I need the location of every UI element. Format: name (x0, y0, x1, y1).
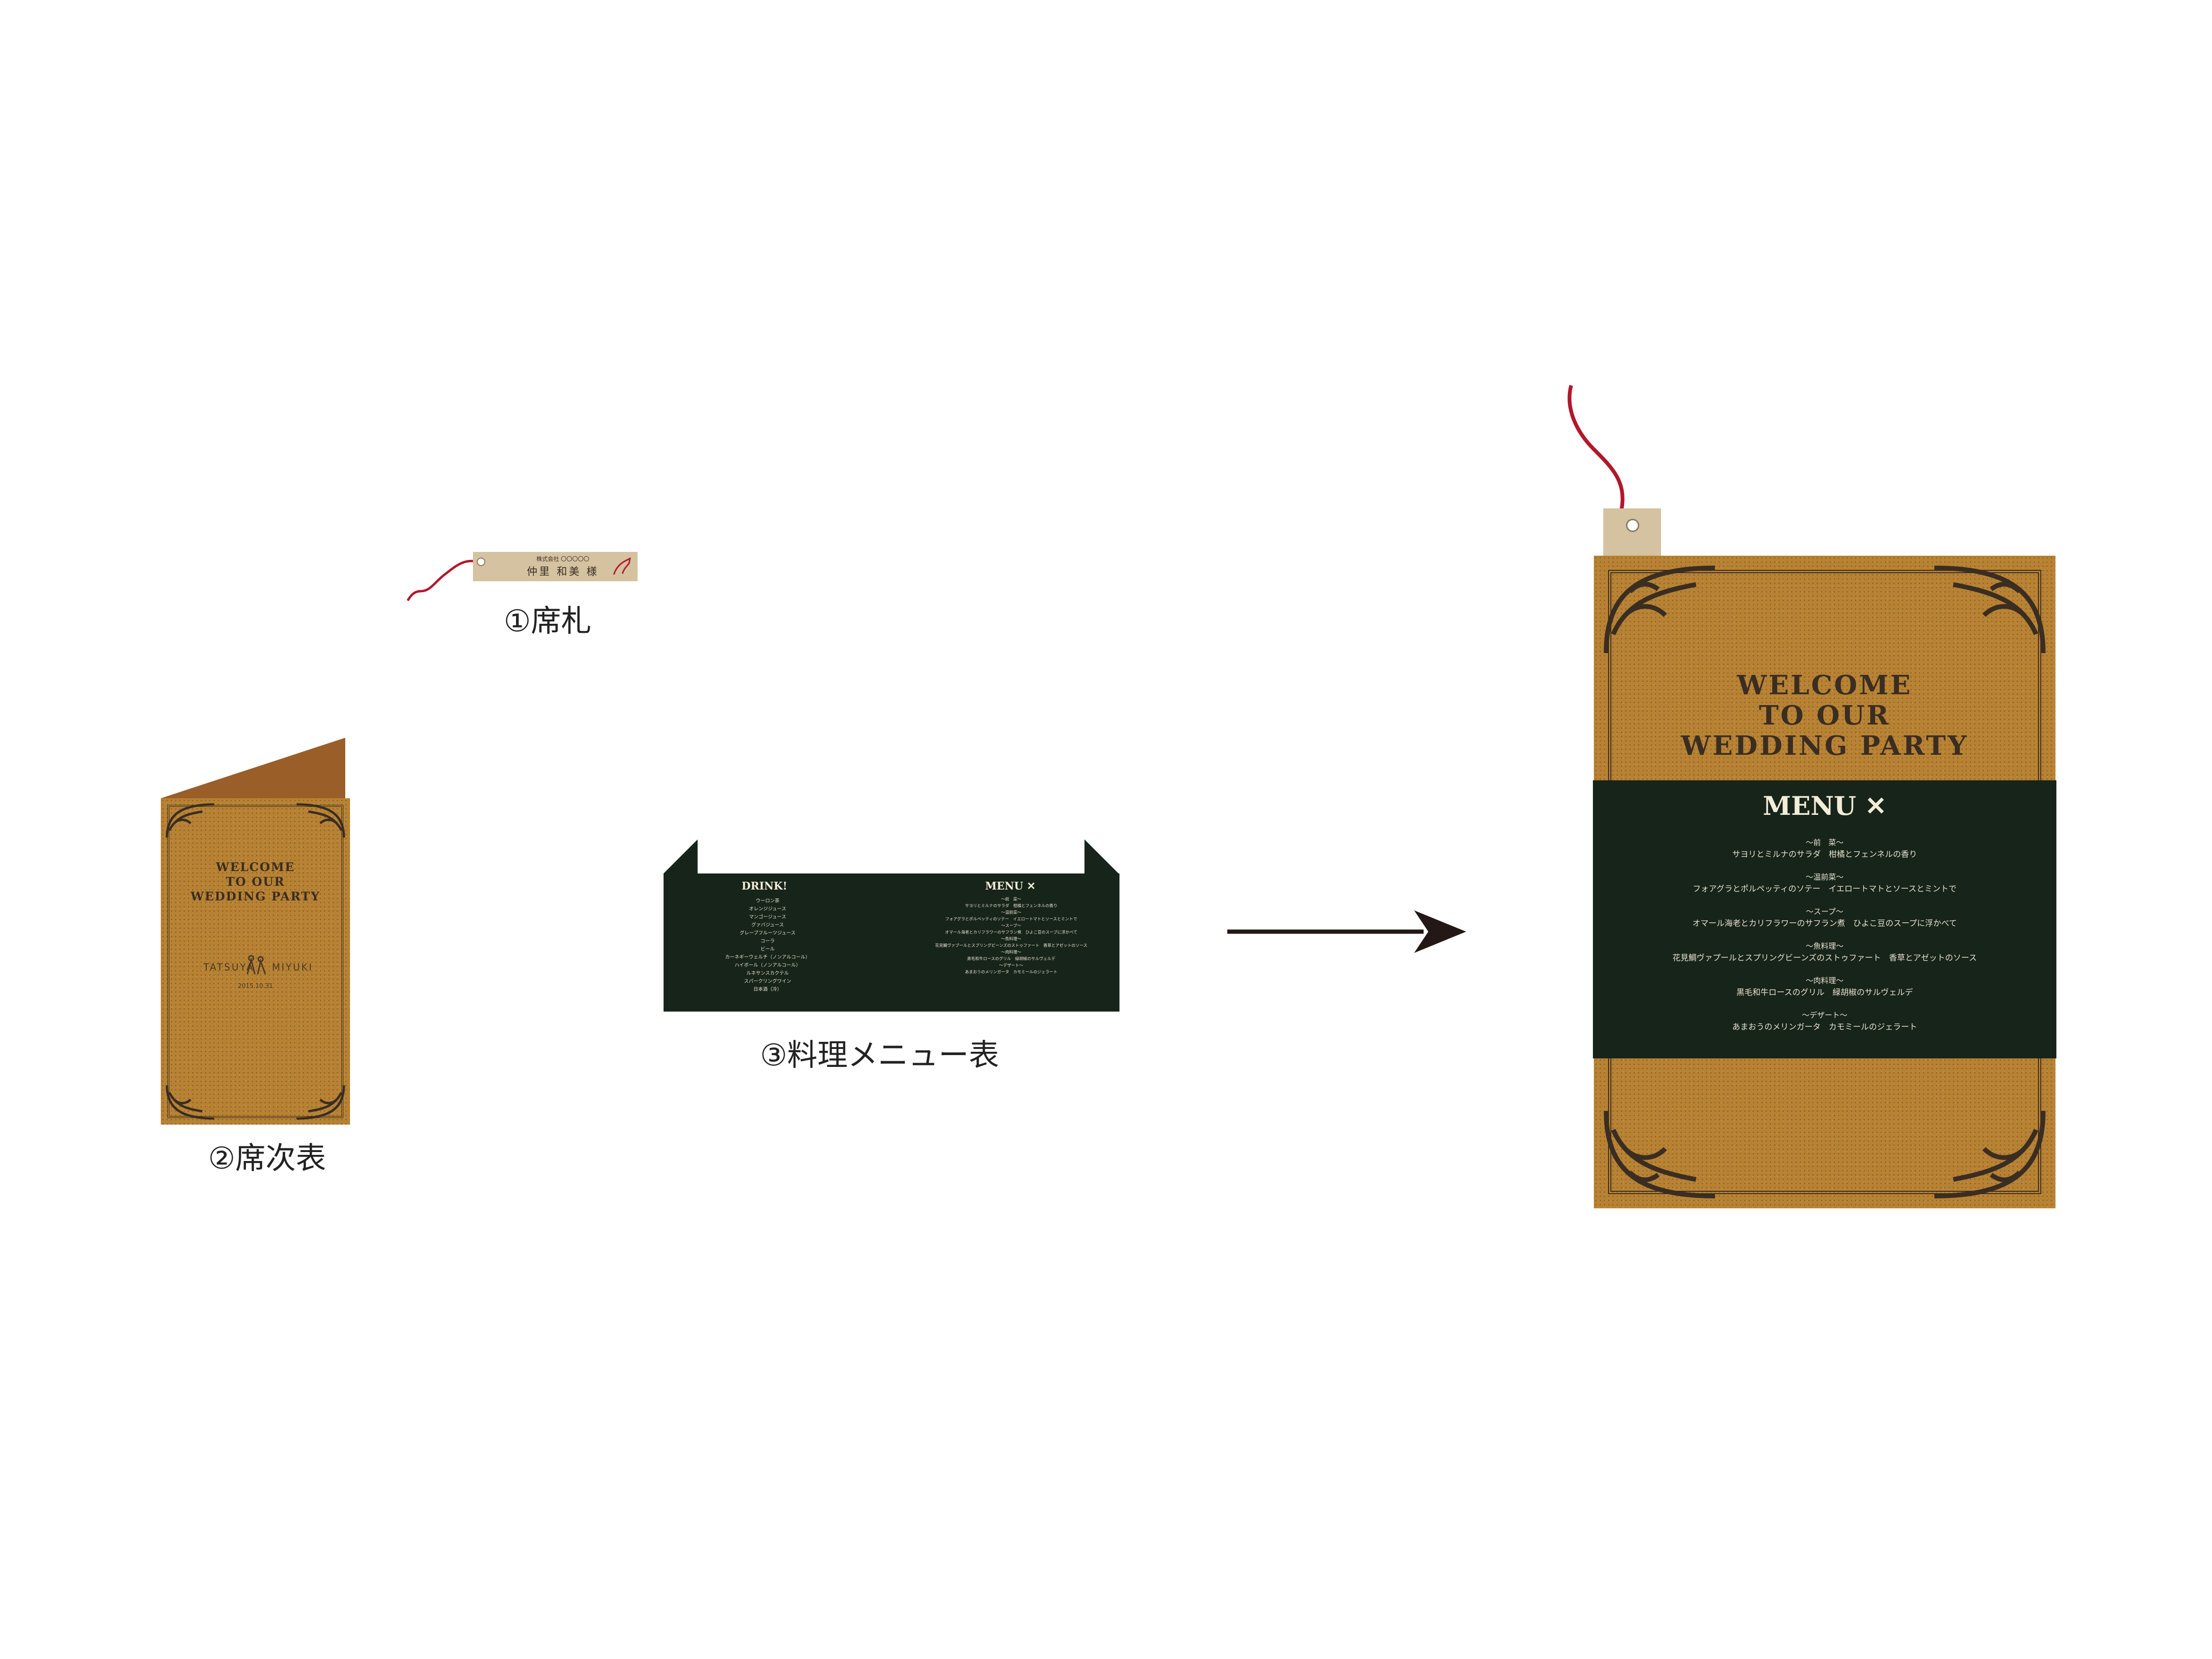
menu-card-title-line-2: TO OUR (1758, 700, 1891, 731)
drink-item: ハイボール（ノンアルコール） (734, 963, 801, 968)
place-card: 株式会社 〇〇〇〇〇 仲里 和美 様 (473, 552, 638, 581)
assembled-menu-card: WELCOME TO OUR WEDDING PARTY MENU ✕ 〜前 菜… (1556, 378, 2072, 1230)
ornament-top-right-icon (296, 803, 345, 838)
drink-item: オレンジジュース (749, 907, 787, 912)
strip-course-dish: あまおうのメリンガータ カモミールのジェラート (965, 970, 1058, 975)
strip-course-list: 〜前 菜〜 サヨリとミルナのサラダ 柑橘とフェンネルの香り 〜温前菜〜 フォアグ… (919, 896, 1103, 976)
course-dish: フォアグラとポルペッティのソテー イエロートマトとソースとミントで (1692, 884, 1957, 894)
ornament-top-right-icon (1934, 566, 2046, 654)
strip-course-category: 〜魚料理〜 (1001, 937, 1022, 942)
ornament-bottom-right-icon (1934, 1110, 2046, 1198)
seating-title-line-2: TO OUR (226, 875, 285, 889)
menu-card-title-line-3: WEDDING PARTY (1680, 730, 1969, 761)
drink-item: ウーロン茶 (756, 899, 779, 904)
ornament-bottom-left-icon (1604, 1110, 1715, 1198)
seating-chart-cover: WELCOME TO OUR WEDDING PARTY TATSUYA MIY… (161, 798, 350, 1125)
drink-title: DRINK! (742, 880, 787, 892)
wedding-date: 2015.10.31 (237, 983, 273, 990)
course-category: 〜前 菜〜 (1805, 838, 1844, 847)
strip-course-dish: オマール海老とカリフラワーのサフラン煮 ひよこ豆のスープに浮かべて (945, 930, 1077, 935)
course-dish: 花見鯛ヴァプールとスプリングビーンズのストゥファート 香草とアゼットのソース (1672, 953, 1977, 963)
drink-list: ウーロン茶 オレンジジュース マンゴージュース グァバジュース グレープフルーツ… (697, 897, 839, 994)
seating-chart-title: WELCOME TO OUR WEDDING PARTY (161, 860, 350, 904)
strip-course-category: 〜前 菜〜 (1001, 897, 1022, 902)
menu-strip: DRINK! ウーロン茶 オレンジジュース マンゴージュース グァバジュース グ… (664, 873, 1119, 1012)
place-card-name: 仲里 和美 様 (527, 566, 599, 578)
couple-silhouette-icon (246, 955, 266, 975)
drink-item: スパークリングワイン (744, 979, 791, 984)
ornament-top-left-icon (166, 803, 215, 838)
cutlery-icon: ✕ (1027, 880, 1036, 892)
course-category: 〜肉料理〜 (1805, 976, 1844, 985)
strip-menu-title: MENU ✕ (985, 880, 1036, 892)
seating-chart-frame (167, 805, 343, 1118)
strip-course-dish: 黒毛和牛ロースのグリル 緑胡椒のサルヴェルデ (967, 957, 1056, 961)
menu-card-band: MENU ✕ 〜前 菜〜 サヨリとミルナのサラダ 柑橘とフェンネルの香り 〜温前… (1593, 780, 2056, 1058)
place-card-company: 株式会社 〇〇〇〇〇 (536, 556, 589, 562)
course-dish: オマール海老とカリフラワーのサフラン煮 ひよこ豆のスープに浮かべて (1692, 919, 1957, 928)
strip-course-dish: サヨリとミルナのサラダ 柑橘とフェンネルの香り (965, 904, 1058, 908)
drink-item: ビール (761, 947, 775, 952)
seating-title-line-1: WELCOME (216, 860, 295, 874)
right-arrow-icon (1227, 910, 1466, 953)
strip-course-category: 〜肉料理〜 (1001, 950, 1022, 955)
card-menu-title: MENU ✕ (1593, 791, 2056, 821)
drink-item: グレープフルーツジュース (740, 931, 796, 936)
strip-course-dish: 花見鯛ヴァプールとスプリングビーンズのストゥファート 香草とアゼットのソース (935, 943, 1087, 948)
drink-item: ルネサンスカクテル (746, 971, 789, 976)
place-card-hole (477, 558, 485, 566)
card-menu-title-text: MENU (1763, 791, 1856, 821)
course-dish: 黒毛和牛ロースのグリル 緑胡椒のサルヴェルデ (1736, 988, 1913, 997)
course-dish: あまおうのメリンガータ カモミールのジェラート (1732, 1022, 1917, 1032)
menu-strip-flap-left (664, 839, 698, 873)
drink-item: マンゴージュース (749, 915, 787, 920)
ornament-top-left-icon (1604, 566, 1715, 654)
course-category: 〜スープ〜 (1806, 907, 1844, 916)
menu-card-title: WELCOME TO OUR WEDDING PARTY (1594, 670, 2055, 761)
place-card-group: 株式会社 〇〇〇〇〇 仲里 和美 様 ①席札 (407, 544, 643, 643)
ornament-bottom-left-icon (166, 1085, 215, 1120)
place-card-caption: ①席札 (504, 604, 592, 639)
course-category: 〜デザート〜 (1801, 1011, 1847, 1020)
menu-strip-flap-right (1084, 839, 1119, 873)
course-dish: サヨリとミルナのサラダ 柑橘とフェンネルの香り (1732, 850, 1917, 859)
bride-name: MIYUKI (272, 961, 314, 973)
menu-strip-caption: ③料理メニュー表 (760, 1038, 999, 1073)
strip-course-category: 〜スープ〜 (1001, 924, 1021, 928)
seating-chart-caption: ②席次表 (208, 1141, 326, 1176)
drink-item: 日本酒（冷） (753, 987, 782, 992)
place-card-string (407, 559, 478, 602)
strip-course-category: 〜デザート〜 (999, 963, 1023, 968)
groom-name: TATSUYA (203, 961, 254, 973)
cutlery-icon: ✕ (1865, 791, 1887, 821)
card-tag-hole (1626, 519, 1639, 532)
horse-logo-icon (613, 557, 631, 575)
strip-course-dish: フォアグラとポルペッティのソテー イエロートマトとソースとミントで (945, 917, 1077, 922)
seating-chart-back-flap (161, 738, 345, 798)
menu-card-title-line-1: WELCOME (1737, 670, 1913, 701)
card-course-list: 〜前 菜〜 サヨリとミルナのサラダ 柑橘とフェンネルの香り 〜温前菜〜 フォアグ… (1593, 837, 2056, 1033)
drink-item: グァバジュース (751, 923, 784, 928)
drink-item: コーラ (761, 939, 775, 944)
menu-strip-group: DRINK! ウーロン茶 オレンジジュース マンゴージュース グァバジュース グ… (660, 839, 1133, 1081)
ornament-bottom-right-icon (296, 1085, 345, 1120)
seating-title-line-3: WEDDING PARTY (190, 890, 321, 903)
card-string (1567, 384, 1625, 511)
strip-menu-title-text: MENU (985, 880, 1023, 892)
course-category: 〜魚料理〜 (1805, 942, 1844, 951)
seating-chart-group: WELCOME TO OUR WEDDING PARTY TATSUYA MIY… (156, 738, 402, 1187)
course-category: 〜温前菜〜 (1805, 873, 1844, 882)
strip-course-category: 〜温前菜〜 (1001, 910, 1022, 915)
drink-item: カーネギーウェルチ（ノンアルコール） (725, 955, 810, 960)
